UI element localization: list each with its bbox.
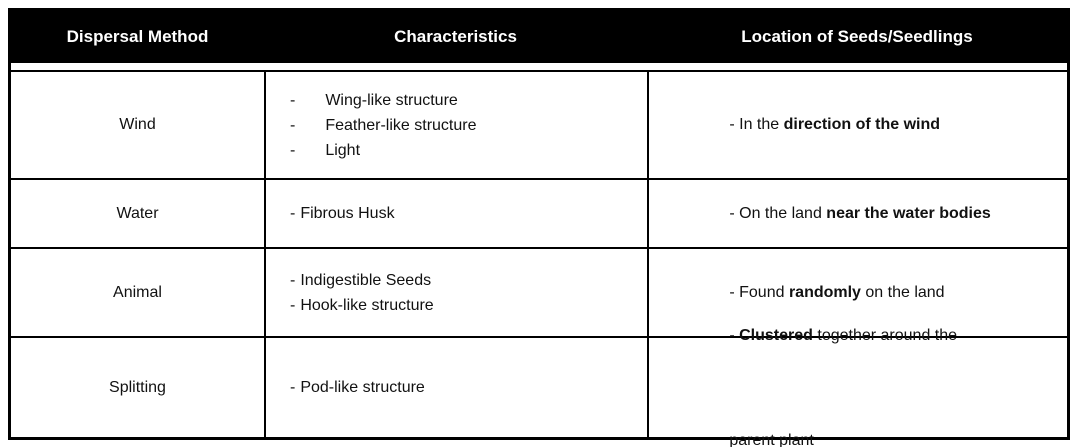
characteristic-item: -Hook-like structure [290, 293, 639, 318]
table-header-row: Dispersal Method Characteristics Locatio… [11, 11, 1067, 63]
bullet-dash: - [290, 379, 296, 396]
location-text: - In the direction of the wind [676, 89, 1057, 161]
characteristic-text: Wing-like structure [325, 91, 458, 109]
bullet-dash: - [290, 141, 296, 159]
bullet-dash: - [290, 116, 296, 134]
location-segment: - On the land [729, 204, 827, 222]
characteristics-cell: -Indigestible Seeds -Hook-like structure [264, 249, 647, 336]
characteristic-text: Light [325, 141, 361, 159]
characteristic-text: Pod-like structure [300, 379, 425, 396]
header-cell-location: Location of Seeds/Seedlings [741, 27, 973, 46]
location-cell: - On the land near the water bodies [647, 180, 1067, 247]
characteristics-cell: - Wing-like structure - Feather-like struc… [264, 72, 647, 178]
location-segment: - Found [729, 283, 789, 301]
header-cell-characteristics: Characteristics [394, 27, 517, 46]
bullet-dash: - [290, 205, 296, 222]
characteristic-item: - Wing-like structure [290, 88, 639, 113]
table-row-animal: Animal -Indigestible Seeds -Hook-like st… [11, 247, 1067, 336]
bullet-dash: - [290, 296, 296, 314]
location-cell: - Found randomly on the land [647, 249, 1067, 336]
characteristic-item: - Feather-like structure [290, 113, 639, 138]
bullet-dash: - [290, 271, 296, 289]
location-segment-bold: near the water bodies [826, 204, 991, 222]
characteristics-cell: -Pod-like structure [264, 338, 647, 437]
characteristic-text: Hook-like structure [300, 296, 434, 314]
characteristic-text: Indigestible Seeds [300, 271, 432, 289]
location-segment-bold: direction of the wind [783, 116, 941, 133]
characteristic-text: Feather-like structure [325, 116, 477, 134]
table-row-wind: Wind - Wing-like structure - Feather-like … [11, 72, 1067, 178]
characteristic-item: -Fibrous Husk [290, 201, 639, 226]
table-body: Wind - Wing-like structure - Feather-like … [11, 70, 1067, 447]
bullet-dash: - [290, 91, 296, 109]
location-segment: - In the [729, 116, 784, 133]
location-segment: parent plant [729, 431, 814, 447]
table-row-splitting: Splitting -Pod-like structure - Clustere… [11, 327, 1067, 447]
characteristic-item: -Pod-like structure [290, 375, 639, 400]
location-segment: on the land [860, 283, 945, 301]
method-cell: Animal [113, 283, 162, 301]
dispersal-table: Dispersal Method Characteristics Locatio… [8, 8, 1070, 447]
characteristic-item: - Light [290, 138, 639, 163]
location-segment: - [729, 326, 740, 344]
location-segment-bold: Clustered [739, 326, 813, 344]
header-cell-dispersal-method: Dispersal Method [66, 27, 209, 46]
table-row-water: Water -Fibrous Husk - On the land near t… [11, 178, 1067, 247]
location-text-line-1: - Clustered together around the [676, 283, 1057, 388]
location-segment: together around the [812, 326, 958, 344]
location-cell: - In the direction of the wind [647, 72, 1067, 178]
location-text: - On the land near the water bodies [676, 178, 1057, 250]
characteristic-text: Fibrous Husk [300, 205, 395, 222]
location-text-line-2: parent plant [676, 388, 1057, 447]
method-cell: Water [116, 204, 159, 222]
characteristic-item: -Indigestible Seeds [290, 268, 639, 293]
location-cell: - Clustered together around the parent p… [647, 327, 1067, 447]
header-divider-gap [11, 63, 1067, 70]
method-cell: Wind [119, 116, 156, 133]
location-text: - Found randomly on the land [676, 257, 1057, 329]
location-segment-bold: randomly [788, 283, 861, 301]
characteristics-cell: -Fibrous Husk [264, 180, 647, 247]
method-cell: Splitting [109, 378, 166, 396]
